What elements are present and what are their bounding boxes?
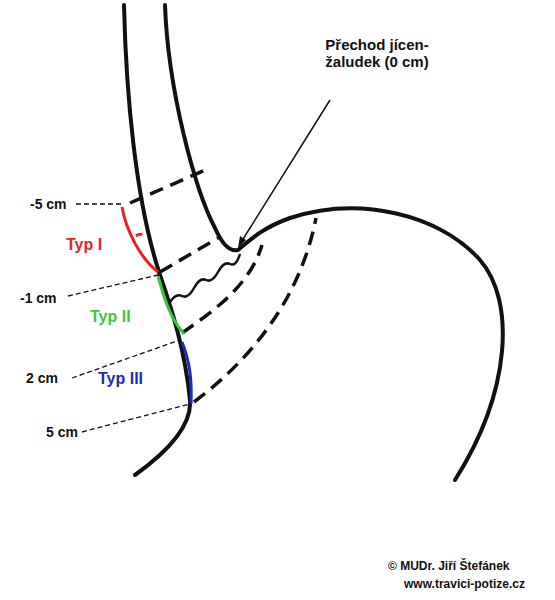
dimension-label: 2 cm — [26, 370, 58, 386]
website-note: www.travici-potize.cz — [404, 578, 525, 592]
type-ii-bracket — [158, 276, 184, 334]
pointer-head — [238, 236, 246, 248]
level-line — [194, 218, 316, 402]
stomach-outline — [165, 5, 503, 480]
type-label: Typ III — [98, 370, 143, 388]
type-i-bracket — [122, 207, 158, 272]
dimension-label: -1 cm — [20, 290, 57, 306]
z-line — [170, 254, 240, 302]
dimension-label: 5 cm — [46, 424, 78, 440]
type-i-bracket — [136, 234, 142, 236]
copyright-note: © MUDr. Jiří Štefánek — [388, 560, 510, 574]
leader-line — [68, 275, 158, 296]
type-label: Typ I — [66, 236, 102, 254]
type-label: Typ II — [90, 308, 131, 326]
type-iii-bracket — [182, 342, 191, 404]
leader-line — [76, 203, 124, 204]
dimension-label: -5 cm — [30, 196, 67, 212]
level-line — [160, 238, 218, 272]
pointer-line — [240, 100, 330, 244]
junction-label: Přechod jícen-žaludek (0 cm) — [312, 36, 442, 71]
leader-line — [82, 404, 190, 432]
level-line — [130, 170, 205, 203]
